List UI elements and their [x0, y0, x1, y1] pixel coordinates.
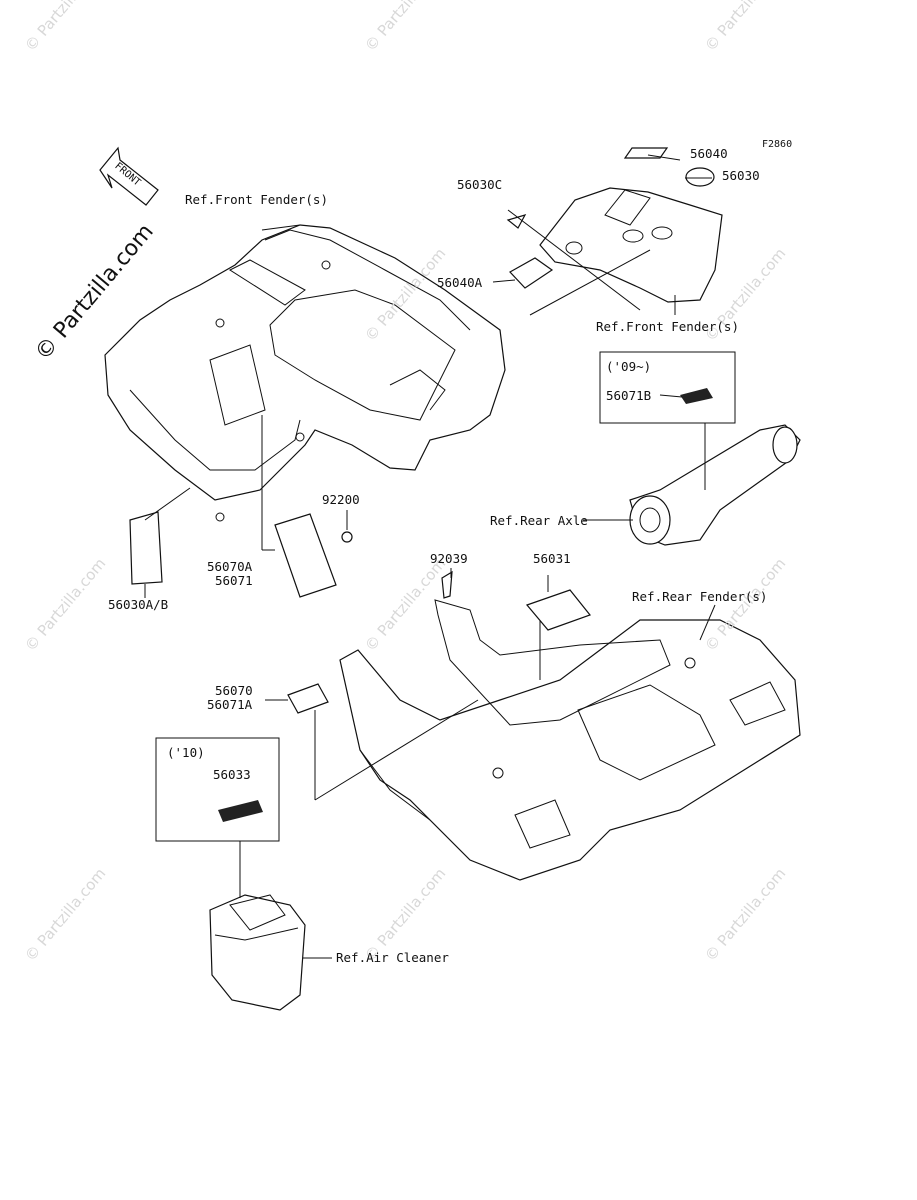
label-56071a[interactable]: 56071A	[207, 697, 253, 712]
rear-axle-drawing	[629, 424, 801, 546]
label-year-10: ('10)	[167, 745, 205, 760]
part-56070-decal	[287, 683, 329, 714]
label-56031[interactable]: 56031	[533, 551, 571, 566]
diagram-code: F2860	[762, 139, 793, 150]
part-92039-clip	[441, 570, 453, 599]
part-56030c-clip	[506, 214, 527, 229]
label-ref-air-cleaner: Ref.Air Cleaner	[336, 950, 449, 965]
label-ref-front-fender: Ref.Front Fender(s)	[185, 192, 328, 207]
front-arrow-icon	[99, 146, 159, 206]
label-ref-front-fender-right: Ref.Front Fender(s)	[596, 319, 739, 334]
label-ref-rear-axle: Ref.Rear Axle	[490, 513, 588, 528]
label-92200[interactable]: 92200	[322, 492, 360, 507]
label-56040[interactable]: 56040	[690, 146, 728, 161]
label-56030[interactable]: 56030	[722, 168, 760, 183]
year-10-box	[155, 737, 280, 842]
part-56071b-decal	[680, 388, 713, 404]
label-56040a[interactable]: 56040A	[437, 275, 483, 290]
year-09-box	[599, 351, 736, 424]
part-56030ab-tag	[129, 511, 163, 585]
part-56031-decal	[525, 589, 591, 631]
part-56040a-decal	[509, 257, 554, 289]
front-fender-drawing	[104, 224, 506, 522]
label-56070a[interactable]: 56070A	[207, 559, 253, 574]
front-fender-panel-drawing	[539, 187, 723, 303]
label-56071[interactable]: 56071	[215, 573, 253, 588]
part-56033-decal	[218, 800, 263, 822]
part-56040-decal	[623, 147, 669, 159]
label-56030ab[interactable]: 56030A/B	[108, 597, 169, 612]
part-56070a-decal	[274, 513, 337, 598]
label-56070[interactable]: 56070	[215, 683, 253, 698]
label-56033[interactable]: 56033	[213, 767, 251, 782]
label-56071b[interactable]: 56071B	[606, 388, 652, 403]
label-year-09: ('09~)	[606, 359, 652, 374]
part-92200-grommet	[341, 531, 353, 543]
part-56030-washer	[685, 167, 715, 187]
label-56030c[interactable]: 56030C	[457, 177, 503, 192]
air-cleaner-drawing	[209, 894, 306, 1011]
label-ref-rear-fender: Ref.Rear Fender(s)	[632, 589, 768, 604]
rear-fender-drawing	[339, 599, 801, 881]
label-92039[interactable]: 92039	[430, 551, 468, 566]
leader-lines	[144, 154, 716, 959]
